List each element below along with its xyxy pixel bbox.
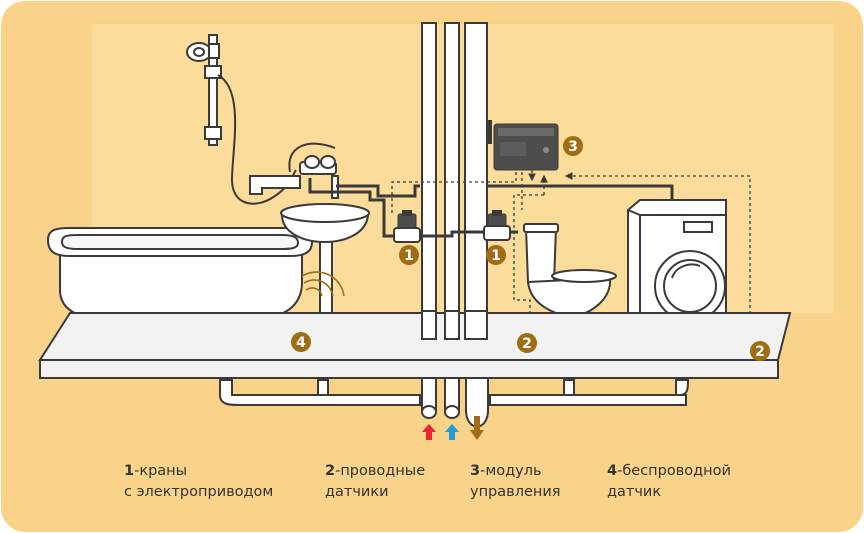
svg-text:4: 4 [296,335,306,351]
control-wiring [391,170,751,320]
sink [280,175,370,329]
legend-text: -беспроводной [617,463,731,479]
legend-num: 3 [470,463,481,479]
floor-slab [38,310,792,379]
legend-num: 2 [325,463,336,479]
svg-text:2: 2 [522,336,532,352]
svg-text:3: 3 [568,139,578,155]
legend-text: датчики [325,484,389,500]
legend-num: 4 [607,463,618,479]
hot-water-arrow-icon [422,424,436,440]
flow-arrows [422,416,484,440]
badge-module: 3 [563,136,583,156]
legend-text: -проводные [335,463,426,479]
underfloor-pipes [219,377,690,428]
control-module [488,120,559,171]
valve-left [393,210,421,243]
badge-wireless-sensor: 4 [291,332,311,352]
toilet [523,223,617,347]
supply-pipes [308,178,674,238]
badge-wired-sensor-washer: 2 [750,341,770,361]
risers [421,22,488,344]
badge-valve-left: 1 [399,245,419,265]
drain-arrow-icon [470,416,484,440]
legend-text: датчик [607,484,662,500]
cold-water-arrow-icon [445,424,459,440]
wireless-signal-icon [301,271,345,297]
badge-valve-right: 1 [486,245,506,265]
legend-text: управления [470,484,561,500]
badge-wired-sensor-toilet: 2 [517,333,537,353]
svg-text:2: 2 [755,344,765,360]
bathtub [46,227,314,341]
legend-item-valves: 1-краны с электроприводом [124,461,273,503]
legend-text: -модуль [480,463,542,479]
bath-faucet [249,142,337,195]
legend-item-control-module: 3-модуль управления [470,461,561,503]
legend-text: с электроприводом [124,484,274,500]
legend-item-wired-sensors: 2-проводные датчики [325,461,425,503]
legend-num: 1 [124,463,135,479]
legend-item-wireless-sensor: 4-беспроводной датчик [607,461,731,503]
valve-right [483,210,511,241]
svg-text:1: 1 [404,248,414,264]
legend-text: -краны [134,463,188,479]
svg-text:1: 1 [491,248,501,264]
